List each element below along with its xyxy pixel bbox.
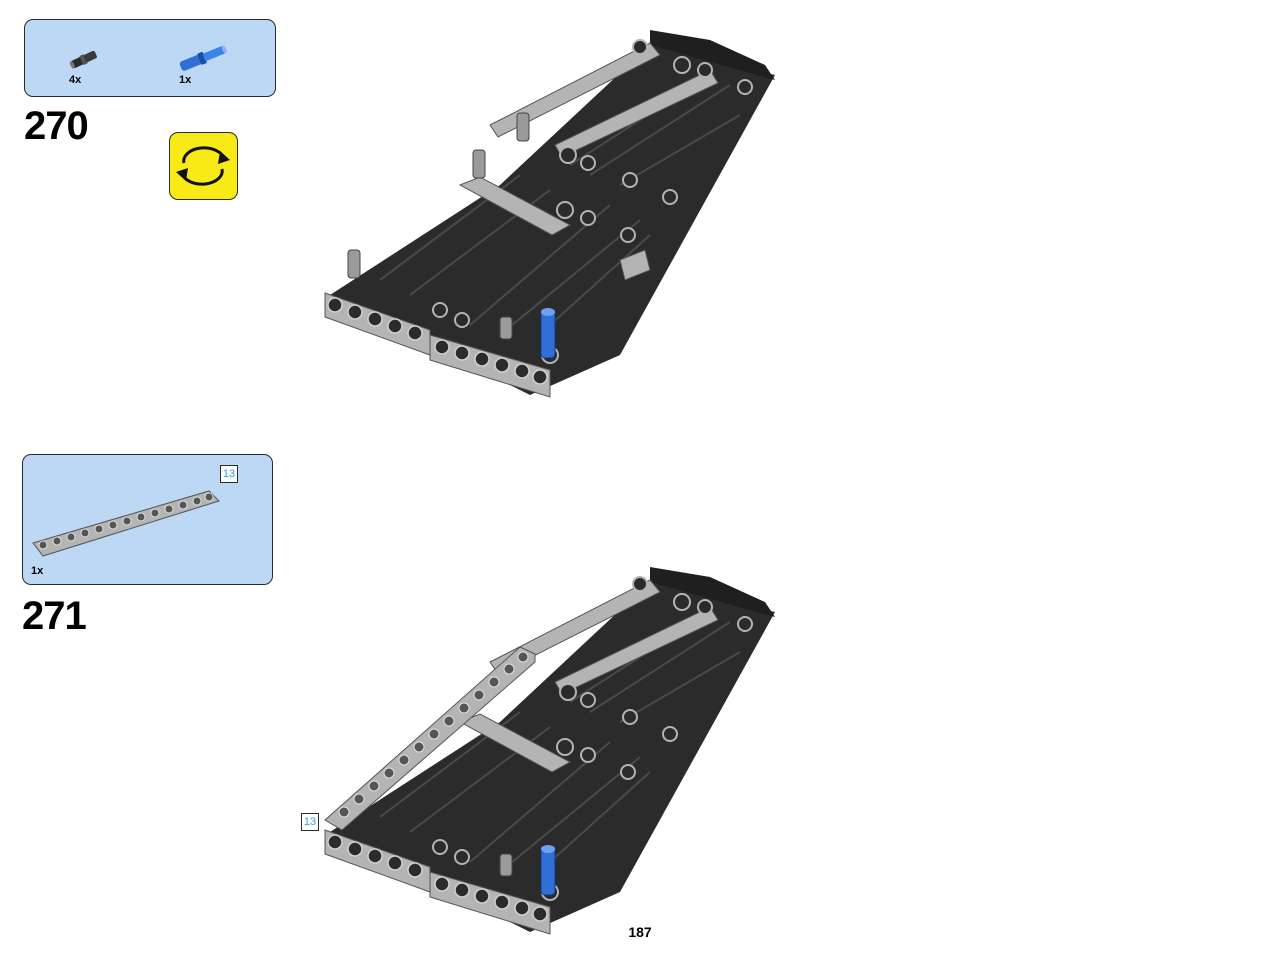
black-pin-part-icon <box>69 50 97 69</box>
part-qty-black-pin: 4x <box>69 74 82 86</box>
callout-length-tag-271: 13 <box>301 813 319 831</box>
blue-pin-placed-271 <box>540 846 556 896</box>
assembly-illustration-step-270 <box>324 30 775 398</box>
beam-length-tag: 13 <box>220 465 238 483</box>
parts-list-box-step-270: 4x 1x <box>24 19 276 97</box>
part-qty-gray-beam: 1x <box>31 565 44 577</box>
assembly-illustration-step-271 <box>324 567 775 935</box>
step-number-270: 270 <box>24 104 89 148</box>
part-qty-blue-pin: 1x <box>179 74 192 86</box>
step-number-271: 271 <box>22 594 87 638</box>
page-number: 187 <box>628 924 652 940</box>
rotate-arrows-icon <box>176 146 230 186</box>
blue-pin-placed <box>540 309 556 359</box>
rotate-model-icon <box>169 132 238 200</box>
blue-axle-pin-part-icon <box>179 45 227 71</box>
parts-list-box-step-271: 13 1x <box>22 454 273 585</box>
gray-beam-13-part-icon <box>32 490 220 557</box>
